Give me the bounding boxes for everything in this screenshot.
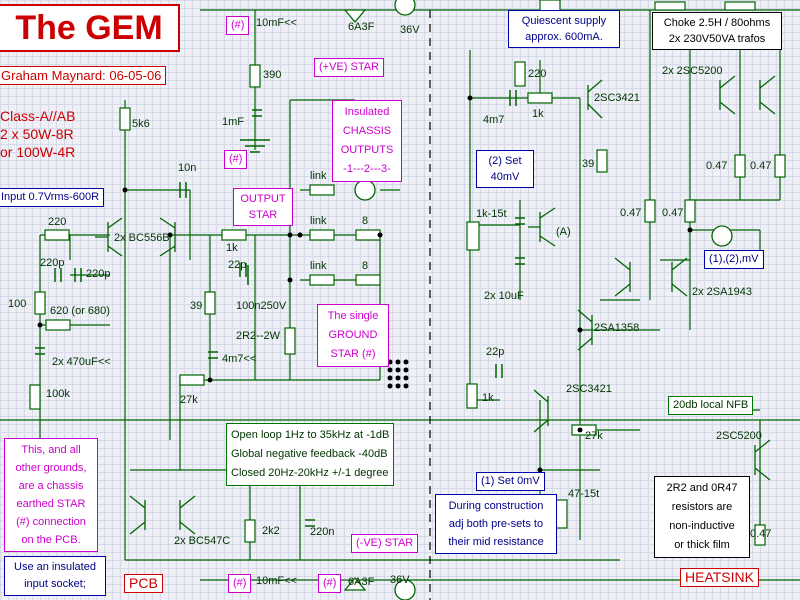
- label-c220p-a: 220p: [40, 257, 65, 269]
- label-r27k-fb: 27k: [180, 394, 198, 406]
- label-d-bot: 6A3F: [348, 576, 375, 588]
- hash-top: (#): [226, 16, 250, 35]
- label-r1k-sup: 1k: [532, 108, 544, 120]
- label-v-bot: 36V: [390, 574, 410, 586]
- label-r39-drv: 39: [582, 158, 595, 170]
- label-c470: 2x 470uF<<: [52, 356, 111, 368]
- label-c220n: 220n: [310, 526, 335, 538]
- label-link2: link: [310, 215, 327, 227]
- label-r47-15t: 47-15t: [568, 488, 600, 500]
- label-r047-b: 0.47: [750, 160, 772, 172]
- label-c-top: 10mF<<: [256, 17, 297, 29]
- label-link1: link: [310, 170, 327, 182]
- heatsink-label: HEATSINK: [680, 568, 759, 587]
- label-c4m7-sup: 4m7: [483, 114, 505, 126]
- label-r8-b: 8: [362, 260, 369, 272]
- spec-4r: or 100W-4R: [0, 144, 76, 160]
- label-q2sa1358: 2SA1358: [594, 322, 640, 334]
- mv-meter: (1),(2),mV: [704, 250, 764, 269]
- label-link3: link: [310, 260, 327, 272]
- label-q-bc556: 2x BC556B: [114, 232, 170, 244]
- label-c4m7-fb: 4m7<<: [222, 353, 257, 365]
- label-r1k15t: 1k-15t: [476, 208, 507, 220]
- label-r27k-vas: 27k: [585, 430, 603, 442]
- label-r047-c: 0.47: [620, 207, 642, 219]
- label-r047-d: 0.47: [662, 207, 684, 219]
- pcb-label: PCB: [124, 574, 163, 593]
- label-r047-e: 0.47: [750, 528, 772, 540]
- label-r100: 100: [8, 298, 27, 310]
- positive-star: (+VE) STAR: [314, 58, 385, 77]
- label-q2sc3421-a: 2SC3421: [594, 92, 640, 104]
- label-q2sc5200: 2x 2SC5200: [662, 65, 723, 77]
- nfb-note: 20db local NFB: [668, 396, 754, 415]
- spec-class: Class-A//AB: [0, 108, 76, 124]
- label-c22p-vas: 22p: [486, 346, 505, 358]
- set-0mv: (1) Set 0mV: [476, 472, 545, 491]
- label-cA: (A): [556, 226, 571, 238]
- spec-8r: 2 x 50W-8R: [0, 126, 74, 142]
- label-c10n: 10n: [178, 162, 197, 174]
- label-r1k-vas: 1k: [482, 392, 494, 404]
- label-r2k2: 2k2: [262, 525, 280, 537]
- label-r8-a: 8: [362, 215, 369, 227]
- label-c220p-b: 220p: [86, 268, 111, 280]
- label-r1k-fb: 1k: [226, 242, 238, 254]
- label-r220-in: 220: [48, 216, 67, 228]
- hash-bot2: (#): [318, 574, 342, 593]
- hash-bot1: (#): [228, 574, 252, 593]
- label-c10uf: 2x 10uF: [484, 290, 524, 302]
- label-r5k6: 5k6: [132, 118, 150, 130]
- label-c1mf: 1mF: [222, 116, 244, 128]
- input-spec: Input 0.7Vrms-600R: [0, 188, 105, 207]
- label-c-bot: 10mF<<: [256, 575, 297, 587]
- label-c100n: 100n250V: [236, 300, 287, 312]
- label-q2sc5200-b: 2SC5200: [716, 430, 762, 442]
- label-q2sa1943: 2x 2SA1943: [692, 286, 752, 298]
- label-r220-sup: 220: [528, 68, 547, 80]
- label-r39-fb: 39: [190, 300, 203, 312]
- label-r390: 390: [263, 69, 282, 81]
- label-q-bc547: 2x BC547C: [174, 535, 231, 547]
- label-d-top: 6A3F: [348, 21, 375, 33]
- hash-mid: (#): [224, 150, 248, 169]
- label-v-top: 36V: [400, 24, 420, 36]
- author-date: Graham Maynard: 06-05-06: [0, 66, 167, 85]
- label-c22p-fb: 22p: [228, 259, 247, 271]
- label-r2r2: 2R2--2W: [236, 330, 281, 342]
- label-q2sc3421-b: 2SC3421: [566, 383, 612, 395]
- label-r047-a: 0.47: [706, 160, 728, 172]
- schematic-title: The GEM: [0, 4, 180, 52]
- negative-star: (-VE) STAR: [351, 534, 419, 553]
- label-r100k: 100k: [46, 388, 70, 400]
- label-r620: 620 (or 680): [50, 305, 110, 317]
